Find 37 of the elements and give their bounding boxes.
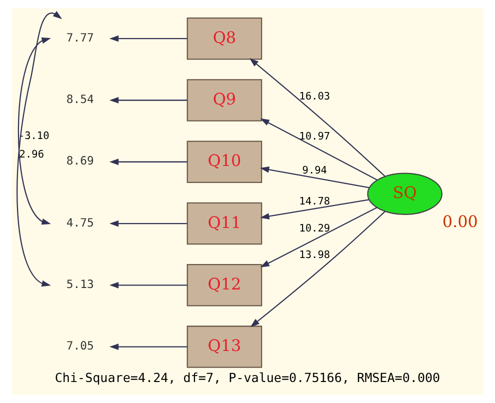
node-box: Q13: [186, 326, 262, 368]
caption: Chi-Square=4.24, df=7, P-value=0.75166, RMSEA=0.000: [54, 370, 440, 385]
edge-label: 14.78: [299, 195, 330, 208]
edge-label: 13.98: [299, 248, 330, 261]
node-text: 7.05: [66, 338, 94, 353]
arrow: [109, 220, 188, 227]
arrow: [109, 35, 188, 42]
edge-label: 10.97: [299, 130, 330, 142]
arrow: [109, 344, 188, 350]
arrow: [249, 58, 386, 177]
arrow: [260, 118, 378, 180]
arrow: [109, 282, 188, 288]
arrow: [260, 166, 370, 188]
edge-label: 10.29: [299, 222, 330, 235]
arrow: [250, 210, 386, 328]
node-text: 5.13: [66, 277, 94, 292]
arrow: [109, 97, 188, 104]
edge-label: 9.94: [302, 164, 328, 177]
node-text: 8.69: [66, 154, 94, 168]
node-box: Q11: [186, 202, 262, 245]
node-box: Q9: [186, 79, 262, 122]
node-text: 4.75: [66, 215, 94, 230]
node-text: 8.54: [66, 92, 94, 106]
arrow: [260, 199, 369, 220]
node-box: Q8: [186, 18, 262, 60]
node-text: 7.77: [66, 30, 94, 44]
edge-label: -3.10: [18, 130, 50, 142]
arrow: [18, 37, 51, 225]
node-box: Q10: [186, 140, 262, 183]
edge-label: 2.96: [19, 148, 44, 161]
node-label: 0.00: [442, 212, 478, 232]
node-box: Q12: [186, 264, 262, 306]
node-ellipse: SQ: [367, 172, 442, 215]
arrow: [109, 158, 188, 166]
arrow: [16, 11, 62, 287]
arrow: [260, 207, 378, 268]
edge-label: 16.03: [299, 90, 330, 102]
